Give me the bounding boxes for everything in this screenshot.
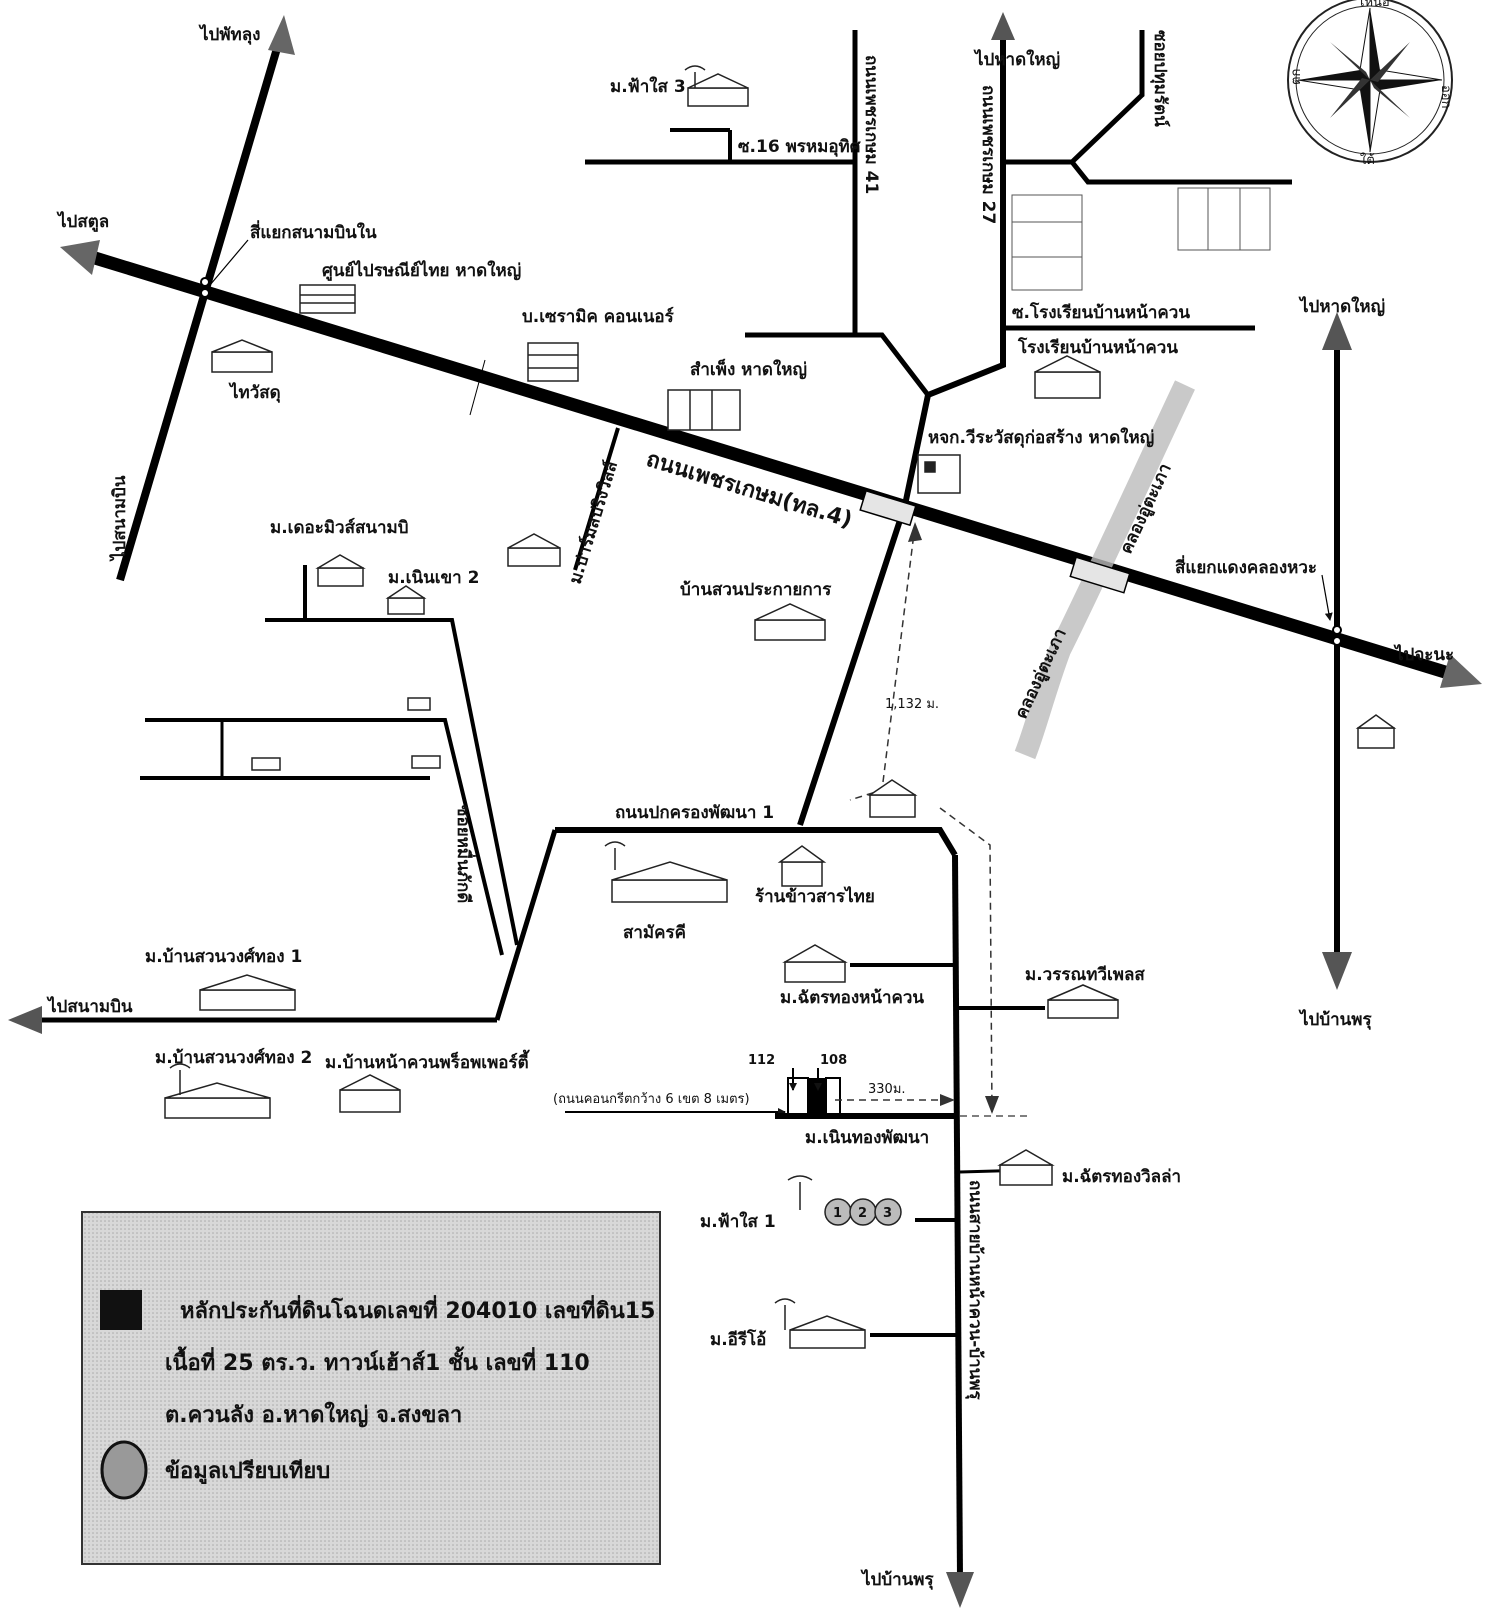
road-label-concrete: (ถนนคอนกรีตกว้าง 6 เขต 8 เมตร) (553, 1091, 750, 1107)
legend-box (81, 1211, 661, 1565)
traffic-light-icon (200, 277, 1342, 646)
place-wiraw: หจก.วีระวัสดุก่อสร้าง หาดใหญ่ (928, 427, 1154, 448)
place-theamews: ม.เดอะมิวส์สนามบิ (270, 517, 409, 538)
arrow-to-satun-icon (60, 240, 100, 275)
road-label-soi-phumpam: ซอยหมื่นภักดี (453, 805, 476, 903)
dir-to-airport-left: ไปสนามบิน (109, 475, 130, 562)
road-label-soi16: ซ.16 พรหมอุทิศ (738, 137, 862, 157)
place-chattong-villa: ม.ฉัตรทองวิลล่า (1062, 1167, 1181, 1187)
canal-uttapao (1014, 380, 1195, 760)
plot-left-number: 112 (748, 1053, 775, 1068)
palm-tree-icon (169, 65, 813, 1330)
arrow-to-airport-bottom-icon (8, 1006, 42, 1034)
distance-330: 330ม. (868, 1082, 906, 1097)
plot-right-number: 108 (820, 1053, 847, 1068)
compass-east-label: ออก (1438, 85, 1453, 109)
comparable-markers (824, 1198, 902, 1226)
dir-to-phatthalung: ไปพัทลุง (198, 24, 260, 45)
place-khlonghae-intersection: สี่แยกแดงคลองหวะ (1175, 555, 1317, 578)
place-chattong-nakwan: ม.ฉัตรทองหน้าควน (780, 988, 924, 1008)
legend-line2: เนื้อที่ 25 ตร.ว. ทาวน์เฮ้าส์1 ชั้น เลขท… (165, 1346, 590, 1376)
road-soi41 (852, 30, 930, 397)
place-parm: ม.ปาร์มสปริงวิลล์ (565, 459, 622, 587)
dir-to-banphru-right: ไปบ้านพรุ (1298, 1009, 1373, 1030)
place-samakkhi: สามัครคี (623, 922, 686, 943)
dir-to-hatyai-right: ไปหาดใหญ่ (1298, 296, 1385, 317)
road-label-soi27: ถนนเพชรเกษม 27 (978, 85, 998, 224)
place-post-office: ศูนย์ไปรษณีย์ไทย หาดใหญ่ (322, 260, 521, 282)
dir-to-hatyai-top: ไปหาดใหญ่ (973, 49, 1060, 70)
place-school: โรงเรียนบ้านหน้าควน (1017, 337, 1178, 358)
road-label-soi-school: ซ.โรงเรียนบ้านหน้าควน (1012, 302, 1190, 323)
house-cluster-icon (164, 73, 1397, 1349)
comparable-2: 2 (858, 1206, 867, 1221)
arrow-bottom-banphru-icon (946, 1572, 974, 1608)
place-ceramic: บ.เซรามิค คอนเนอร์ (522, 306, 675, 327)
plot-112-box (787, 1077, 809, 1115)
place-farsai1: ม.ฟ้าใส 1 (700, 1211, 776, 1232)
compass-west-label: ตก (1289, 69, 1304, 85)
place-suanwong1: ม.บ้านสวนวงศ์ทอง 1 (145, 946, 302, 967)
legend-subject-swatch (100, 1290, 142, 1330)
road-label-soi-right: ซอยปทุมรัตน์ (1150, 30, 1171, 127)
road-label-pokkrong: ถนนปกครองพัฒนา 1 (615, 803, 774, 823)
road-nakwan-banphru (952, 854, 963, 1579)
arrow-soi27-icon (991, 12, 1015, 40)
road-label-nakwan-banphru: ถนนสายบ้านหน้าควน-บ้านพรุ (965, 1180, 985, 1401)
place-noenkhao2: ม.เนินเขา 2 (388, 568, 479, 588)
dir-to-airport-bottom: ไปสนามบิน (46, 996, 133, 1017)
comparable-3: 3 (883, 1206, 892, 1221)
arrow-up-hatyai-icon (1322, 312, 1352, 350)
place-irio: ม.อีรีโอ้ (710, 1329, 766, 1350)
legend-line1: หลักประกันที่ดินโฉนดเลขที่ 204010 เลขที่… (180, 1294, 655, 1324)
place-rice-shop: ร้านข้าวสารไทย (755, 886, 875, 907)
building-icon (211, 284, 1101, 887)
place-suanprakai: บ้านสวนประกายการ (680, 580, 832, 600)
compass-south-label: ใต้ (1360, 152, 1375, 168)
arrow-down-banphru-icon (1322, 952, 1352, 990)
road-soi27 (926, 30, 1006, 398)
place-sampheng: สำเพ็ง หาดใหญ่ (690, 357, 807, 380)
place-wanthawee: ม.วรรณทวีเพลส (1025, 964, 1145, 985)
comparable-1: 1 (833, 1206, 842, 1221)
dir-to-chana: ไปจะนะ (1393, 644, 1454, 665)
plot-108-box (825, 1077, 841, 1115)
road-phetkasem (93, 251, 1447, 679)
road-label-soi41: ถนนเพชรเกษม 41 (861, 55, 881, 194)
place-noenthong: ม.เนินทองพัฒนา (805, 1128, 929, 1148)
place-farsai3: ม.ฟ้าใส 3 (610, 76, 686, 97)
compass-north-label: เหนือ (1360, 0, 1390, 10)
distance-1132: 1,132 ม. (885, 697, 939, 712)
legend-comparable-swatch (100, 1440, 148, 1500)
arrow-to-chana-icon (1440, 654, 1482, 688)
dir-to-banphru-bottom: ไปบ้านพรุ (860, 1569, 935, 1590)
road-soi-right (1070, 30, 1145, 164)
road-airport-diagonal (116, 43, 282, 582)
place-tiwasadu: ไทวัสดุ (228, 382, 281, 403)
place-nakwan-property: ม.บ้านหน้าควนพร็อพเพอร์ตี้ (325, 1049, 530, 1073)
place-intersection-airport: สี่แยกสนามบินใน (250, 220, 377, 243)
dir-to-satun: ไปสตูล (56, 211, 109, 233)
legend-line3: ต.ควนลัง อ.หาดใหญ่ จ.สงขลา (165, 1401, 462, 1428)
bridge-icon (859, 489, 1131, 594)
road-pokkrong (555, 827, 958, 857)
road-connector (797, 394, 931, 826)
compass-rose-icon (1287, 0, 1453, 163)
place-suanwong2: ม.บ้านสวนวงศ์ทอง 2 (155, 1047, 312, 1068)
legend-line4: ข้อมูลเปรียบเทียบ (165, 1459, 330, 1485)
arrow-to-phatthalung-icon (268, 15, 295, 55)
plot-blocks-top (1011, 187, 1271, 291)
